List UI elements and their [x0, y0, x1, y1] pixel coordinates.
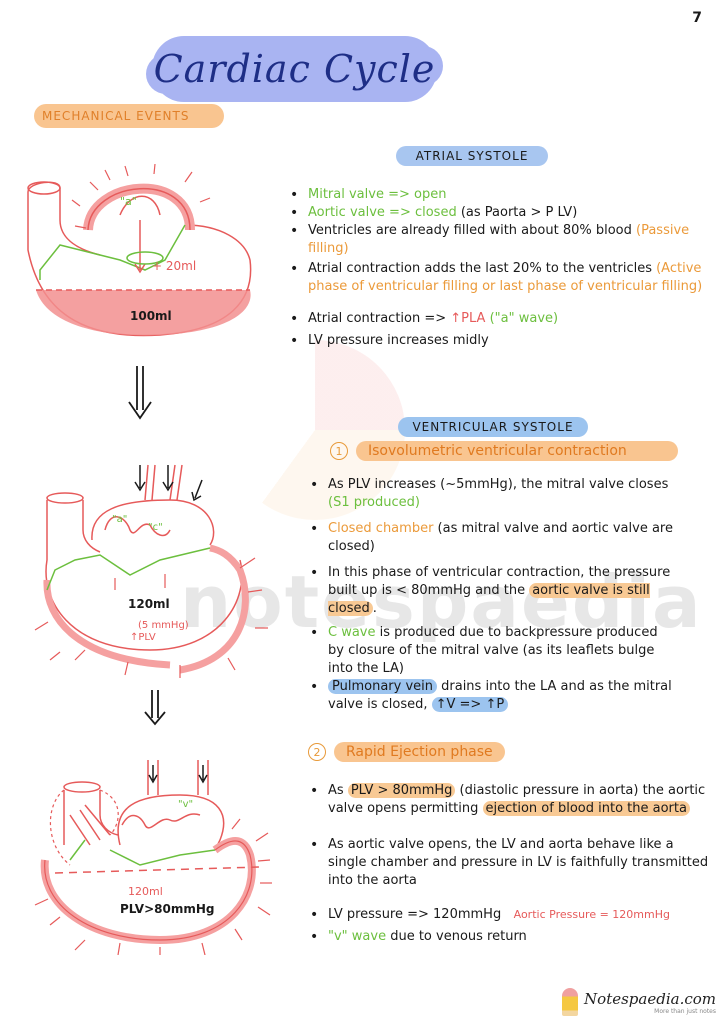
- note-highlight: Pulmonary vein: [328, 679, 437, 694]
- down-arrow-icon: [144, 690, 166, 726]
- page-number: 7: [692, 10, 702, 26]
- note-item: In this phase of ventricular contraction…: [306, 564, 676, 618]
- note-text: ↑PLA: [450, 311, 486, 326]
- volume-label: 120ml: [128, 885, 163, 898]
- note-text: (as mitral valve and aortic valve are cl…: [328, 521, 673, 554]
- note-text: (Passive filling): [308, 223, 690, 256]
- note-item: LV pressure => 120mmHg Aortic Pressure =…: [306, 906, 716, 924]
- note-text: As aortic valve opens, the LV and aorta …: [328, 837, 709, 888]
- pressure-label: PLV>80mmHg: [120, 902, 214, 916]
- section-label: MECHANICAL EVENTS: [34, 104, 224, 128]
- note-text: due to venous return: [386, 929, 527, 944]
- note-item: Pulmonary vein drains into the LA and as…: [306, 678, 676, 714]
- volume-label: 120ml: [128, 597, 170, 611]
- note-text: In this phase of ventricular contraction…: [328, 565, 671, 598]
- note-text: As: [328, 783, 348, 798]
- note-text: is produced due to backpressure produced…: [328, 625, 658, 676]
- phase-number: 2: [308, 743, 326, 761]
- note-text: Atrial contraction =>: [308, 311, 451, 326]
- note-text: Closed chamber: [328, 521, 434, 536]
- note-item: As PLV > 80mmHg (diastolic pressure in a…: [306, 782, 716, 818]
- note-item: As PLV increases (~5mmHg), the mitral va…: [306, 476, 676, 512]
- atrial-systole-notes: Mitral valve => open Aortic valve => clo…: [286, 186, 706, 350]
- volume-label: 100ml: [130, 309, 172, 323]
- note-text: "v" wave: [328, 929, 387, 944]
- heart-diagram-atrial-systole: "a" + 20ml 100ml: [27, 163, 252, 337]
- note-text: ("a" wave): [485, 311, 559, 326]
- note-text: Atrial contraction adds the last 20% to …: [308, 261, 657, 276]
- heart-diagram-rapid-ejection: "v" 120ml PLV>80mmHg: [34, 760, 272, 955]
- wave-v-label: "v": [178, 799, 193, 810]
- brand-tagline: More than just notes: [654, 1008, 716, 1015]
- note-text: .: [372, 601, 377, 616]
- note-text: (S1 produced): [328, 495, 420, 510]
- note-text: Aortic valve => closed: [308, 205, 457, 220]
- note-highlight: ejection of blood into the aorta: [482, 801, 690, 816]
- title-banner: Cardiac Cycle: [146, 36, 443, 102]
- note-text: (as Paorta > P LV): [456, 205, 578, 220]
- phase-title: Rapid Ejection phase: [334, 742, 505, 762]
- note-item: Closed chamber (as mitral valve and aort…: [306, 520, 676, 556]
- atrial-systole-heading: ATRIAL SYSTOLE: [396, 146, 548, 166]
- note-item: Mitral valve => open: [286, 186, 706, 204]
- note-text: As PLV increases (~5mmHg), the mitral va…: [328, 477, 669, 492]
- note-item: C wave is produced due to backpressure p…: [306, 624, 676, 678]
- note-item: As aortic valve opens, the LV and aorta …: [306, 836, 716, 890]
- note-item: LV pressure increases midly: [286, 332, 706, 350]
- phase-1-heading: 1 Isovolumetric ventricular contraction: [330, 441, 678, 461]
- note-text: drains into the LA and as the mitral val…: [328, 679, 672, 712]
- note-highlight: ↑V => ↑P: [431, 697, 509, 712]
- note-item: "v" wave due to venous return: [306, 928, 716, 946]
- heart-diagram-isovolumetric: "a" "c" 120ml (5 mmHg) ↑PLV: [34, 464, 268, 678]
- note-item: Aortic valve => closed (as Paorta > P LV…: [286, 204, 706, 222]
- note-text: C wave: [328, 625, 376, 640]
- note-item: Atrial contraction => ↑PLA ("a" wave): [286, 310, 706, 328]
- note-text: (Active phase of ventricular filling or …: [308, 261, 703, 294]
- pencil-icon: [562, 988, 579, 1016]
- phase-1-notes: As PLV increases (~5mmHg), the mitral va…: [306, 476, 676, 714]
- wave-c-label: "c": [148, 522, 163, 533]
- ventricular-systole-heading: VENTRICULAR SYSTOLE: [398, 417, 588, 437]
- wave-a-label: "a": [120, 195, 137, 208]
- note-text: Ventricles are already filled with about…: [308, 223, 637, 238]
- phase-number: 1: [330, 442, 348, 460]
- page-title: Cardiac Cycle: [153, 47, 436, 91]
- note-item: Atrial contraction adds the last 20% to …: [286, 260, 706, 296]
- note-text: (diastolic pressure in aorta) the aortic…: [328, 783, 706, 816]
- note-text: Aortic Pressure = 120mmHg: [513, 908, 670, 921]
- phase-title: Isovolumetric ventricular contraction: [356, 441, 678, 461]
- brand-name: Notespaedia.com: [584, 990, 716, 1008]
- phase-2-heading: 2 Rapid Ejection phase: [308, 742, 505, 762]
- wave-a-label: "a": [112, 514, 127, 525]
- note-item: Ventricles are already filled with about…: [286, 222, 706, 258]
- note-text: LV pressure increases midly: [308, 333, 489, 348]
- added-volume-label: + 20ml: [152, 259, 196, 273]
- pressure-label: (5 mmHg): [138, 620, 189, 631]
- brand-logo: Notespaedia.com More than just notes: [562, 988, 716, 1016]
- down-arrow-icon: [128, 366, 152, 420]
- plv-label: ↑PLV: [130, 632, 156, 643]
- phase-2-notes: As PLV > 80mmHg (diastolic pressure in a…: [306, 782, 716, 946]
- note-text: Mitral valve => open: [308, 187, 447, 202]
- note-highlight: PLV > 80mmHg: [347, 783, 456, 798]
- note-text: LV pressure => 120mmHg: [328, 907, 502, 922]
